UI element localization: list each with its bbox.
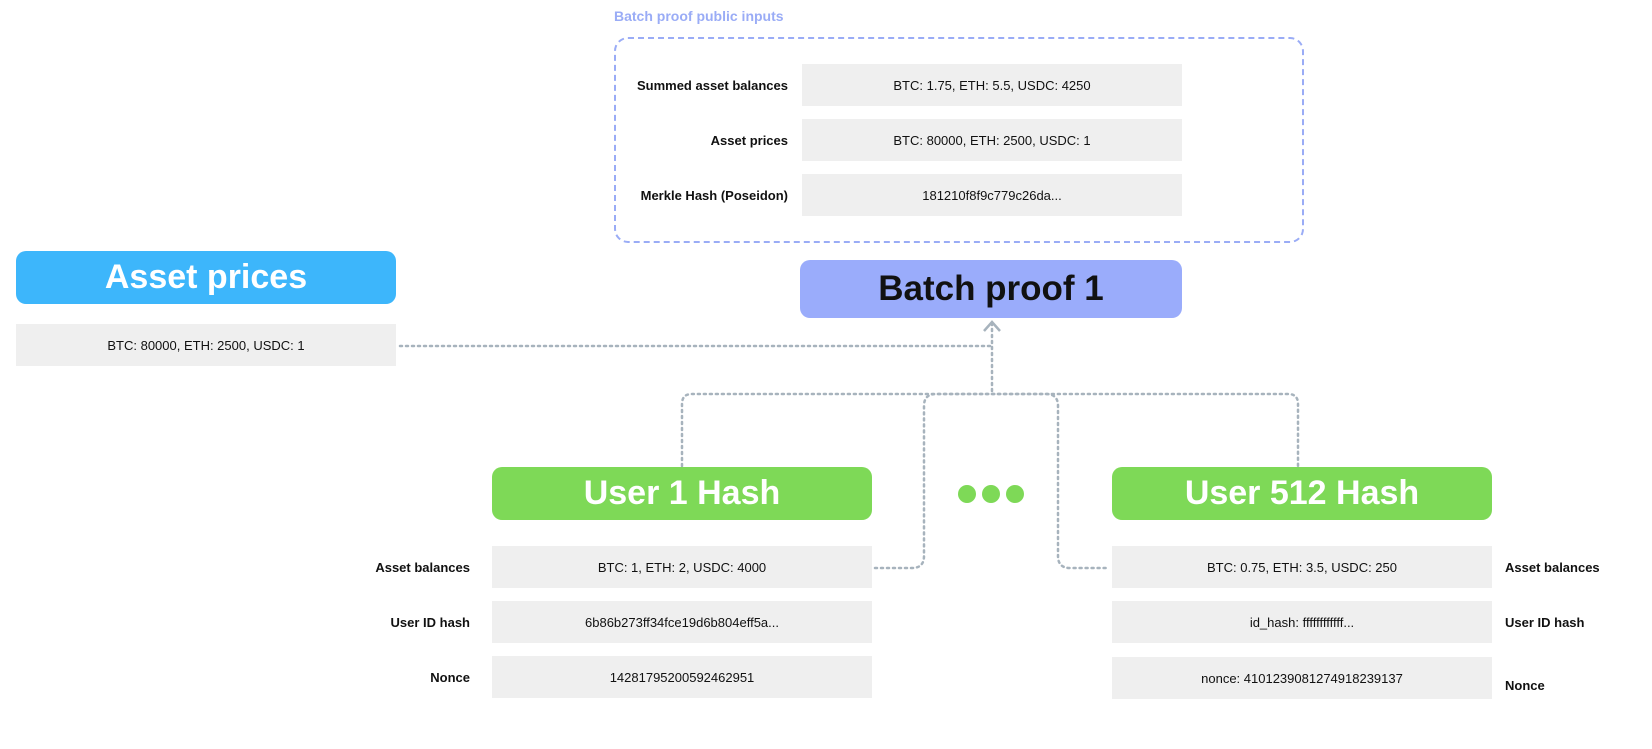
three-dots-icon bbox=[958, 484, 1026, 504]
summed-asset-balances-value: BTC: 1.75, ETH: 5.5, USDC: 4250 bbox=[802, 64, 1182, 106]
merkle-hash-value: 181210f8f9c779c26da... bbox=[802, 174, 1182, 216]
user-512-id-hash-label: User ID hash bbox=[1505, 614, 1585, 630]
asset-prices-value: BTC: 80000, ETH: 2500, USDC: 1 bbox=[16, 324, 396, 366]
user-1-asset-balances-label: Asset balances bbox=[375, 559, 470, 575]
user-1-id-hash-label: User ID hash bbox=[390, 614, 470, 630]
public-asset-prices-value: BTC: 80000, ETH: 2500, USDC: 1 bbox=[802, 119, 1182, 161]
asset-prices-header: Asset prices bbox=[16, 251, 396, 304]
public-asset-prices-label: Asset prices bbox=[710, 132, 788, 148]
user-512-nonce-value: nonce: 4101239081274918239137 bbox=[1112, 657, 1492, 699]
user-512-nonce-label: Nonce bbox=[1505, 677, 1545, 693]
public-inputs-title: Batch proof public inputs bbox=[614, 8, 784, 24]
user-1-hash-header: User 1 Hash bbox=[492, 467, 872, 520]
user-1-asset-balances-value: BTC: 1, ETH: 2, USDC: 4000 bbox=[492, 546, 872, 588]
user-1-nonce-value: 14281795200592462951 bbox=[492, 656, 872, 698]
user-512-id-hash-value: id_hash: ffffffffffff... bbox=[1112, 601, 1492, 643]
public-inputs-box bbox=[614, 37, 1304, 243]
batch-proof-header: Batch proof 1 bbox=[800, 260, 1182, 318]
merkle-hash-label: Merkle Hash (Poseidon) bbox=[640, 187, 788, 203]
user-512-asset-balances-value: BTC: 0.75, ETH: 3.5, USDC: 250 bbox=[1112, 546, 1492, 588]
user-512-asset-balances-label: Asset balances bbox=[1505, 559, 1600, 575]
summed-asset-balances-label: Summed asset balances bbox=[636, 77, 788, 93]
user-1-nonce-label: Nonce bbox=[430, 669, 470, 685]
user-1-id-hash-value: 6b86b273ff34fce19d6b804eff5a... bbox=[492, 601, 872, 643]
user-512-hash-header: User 512 Hash bbox=[1112, 467, 1492, 520]
